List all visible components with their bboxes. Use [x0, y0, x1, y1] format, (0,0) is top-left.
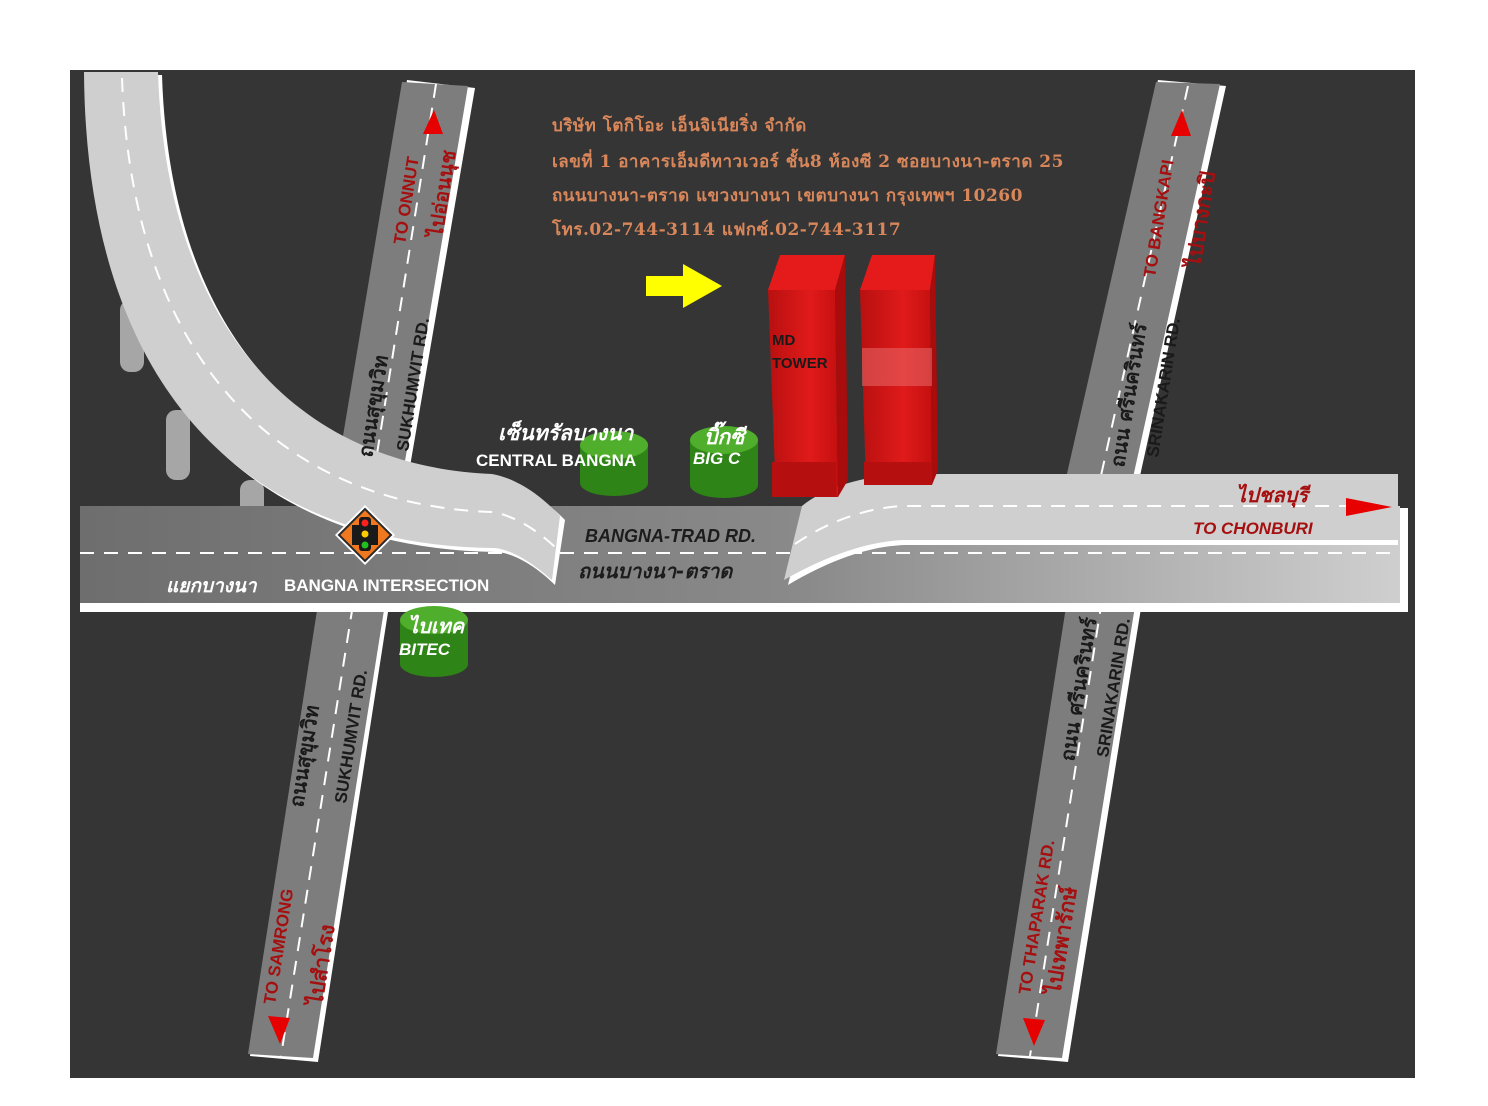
intersection-label-en: BANGNA INTERSECTION [284, 576, 489, 595]
md-tower [768, 255, 938, 497]
landmark-central [580, 431, 648, 496]
md-tower-label-2: TOWER [772, 355, 828, 372]
company-name: บริษัท โตกิโอะ เอ็นจิเนียริ่ง จำกัด [552, 116, 807, 136]
elevated-curve [84, 72, 565, 585]
bangna-trad-label-en: BANGNA-TRAD RD. [585, 526, 756, 546]
bitec-label-th: ไบเทค [408, 614, 466, 638]
elevated-east [784, 474, 1398, 585]
company-phone-fax: โทร.02-744-3114 แฟกซ์.02-744-3117 [552, 220, 902, 240]
landmark-bitec [400, 606, 468, 677]
central-label-th: เซ็นทรัลบางนา [498, 420, 635, 445]
direction-arrow-icon [268, 110, 1392, 1046]
chonburi-label-th: ไปชลบุรี [1236, 483, 1311, 508]
central-label-en: CENTRAL BANGNA [476, 451, 636, 470]
bitec-label-en: BITEC [399, 640, 451, 659]
landmark-bigc [690, 426, 758, 498]
bigc-label-en: BIG C [693, 449, 741, 468]
srinakarin-road [996, 80, 1226, 1062]
bangna-trad-label-th: ถนนบางนา-ตราด [578, 559, 734, 583]
md-tower-label: MD [772, 332, 795, 349]
chonburi-label-en: TO CHONBURI [1193, 519, 1314, 538]
company-address-line2: ถนนบางนา-ตราด แขวงบางนา เขตบางนา กรุงเทพ… [552, 186, 1023, 206]
pointer-arrow-icon [646, 264, 722, 308]
bigc-label-th: บิ๊กซี [704, 421, 748, 449]
intersection-label-th: แยกบางนา [166, 575, 258, 597]
traffic-light-icon [335, 505, 395, 565]
company-address-line1: เลขที่ 1 อาคารเอ็มดีทาวเวอร์ ชั้น8 ห้องซ… [552, 152, 1064, 172]
